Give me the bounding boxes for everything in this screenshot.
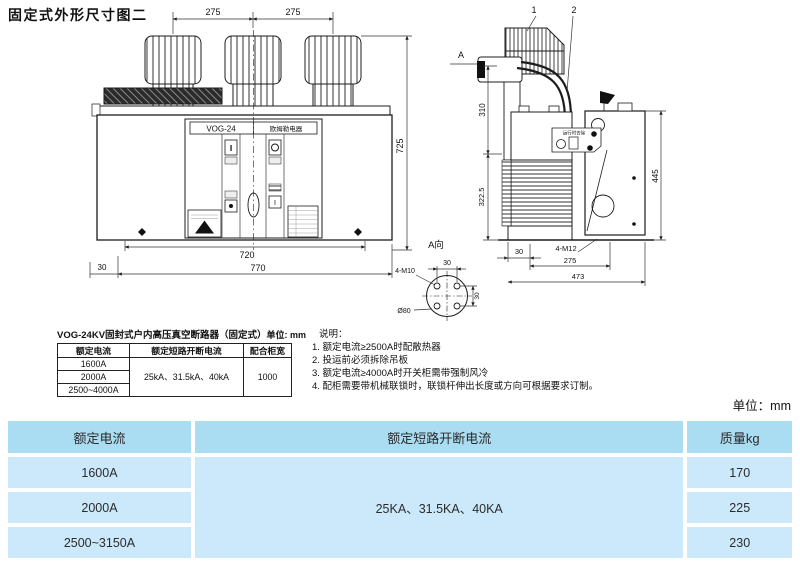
base-plate xyxy=(507,225,573,241)
view-direction-label: A xyxy=(458,50,464,60)
svg-text:I: I xyxy=(274,200,276,207)
counter-window xyxy=(268,195,282,209)
dim-label: 275 xyxy=(285,7,300,17)
detail-view-a: A向 30 30 4-M10 Ø80 xyxy=(395,239,481,321)
note-item: 3. 额定电流≥4000A时开关柜需带强制风冷 xyxy=(312,368,489,379)
cell-current: 2000A xyxy=(8,492,191,523)
side-dimensions: 1 2 310 322.5 445 30 4-M12 275 473 xyxy=(477,5,666,286)
dim-label: Ø80 xyxy=(397,308,410,315)
cell-current: 2500~3150A xyxy=(8,527,191,558)
cell-current: 1600A xyxy=(8,457,191,488)
note-item: 2. 投运前必须拆除吊板 xyxy=(312,355,409,366)
dim-label: 30 xyxy=(515,247,523,256)
svg-text:I: I xyxy=(230,143,232,153)
dim-label: 445 xyxy=(651,169,660,183)
spec-breaking-cell: 25kA、31.5kA、40kA xyxy=(129,357,244,397)
cell-breaking: 25KA、31.5KA、40KA xyxy=(194,457,684,558)
ribbed-insulator xyxy=(510,159,573,227)
tag-text: 运行时去除 xyxy=(563,130,586,137)
cell-weight: 230 xyxy=(687,527,792,558)
spec-header-breaking: 额定短路开断电流 xyxy=(129,343,244,358)
front-view: VOG-24 欧姆勒电器 I I xyxy=(91,30,393,250)
spec-current-cell: 2500~4000A xyxy=(57,383,130,397)
table-row: 2000A 225 xyxy=(8,492,792,523)
outline-dimension-drawing: VOG-24 欧姆勒电器 I I xyxy=(89,5,666,321)
close-indicator xyxy=(224,139,238,156)
operation-tag: 运行时去除 xyxy=(551,127,602,153)
spec-header-width: 配合柜宽 xyxy=(243,343,292,358)
rating-weight-table: 额定电流 额定短路开断电流 质量kg 1600A 25KA、31.5KA、40K… xyxy=(4,417,796,562)
brand-label: 欧姆勒电器 xyxy=(270,124,303,133)
spec-table-unit: 单位: mm xyxy=(266,330,307,340)
spec-table-block: VOG-24KV固封式户内高压真空断路器（固定式） 单位: mm 额定电流 额定… xyxy=(57,327,306,397)
table-header-row: 额定电流 额定短路开断电流 质量kg xyxy=(8,421,792,453)
dim-label: 322.5 xyxy=(477,188,486,207)
model-label: VOG-24 xyxy=(206,125,236,134)
support-rail xyxy=(97,105,391,116)
bolt-diamond xyxy=(138,228,146,236)
open-indicator xyxy=(268,139,282,156)
cable-tube xyxy=(520,60,573,119)
spec-table-title: VOG-24KV固封式户内高压真空断路器（固定式） xyxy=(57,330,267,341)
cable-tube xyxy=(516,66,567,121)
dim-label: 275 xyxy=(564,256,577,265)
note-item: 1. 额定电流≥2500A时配散热器 xyxy=(312,342,441,353)
header-breaking: 额定短路开断电流 xyxy=(194,421,684,453)
dim-label: 720 xyxy=(239,250,254,260)
bolt-callout: 4-M10 xyxy=(395,268,415,275)
cell-weight: 170 xyxy=(687,457,792,488)
header-weight: 质量kg xyxy=(687,421,792,453)
dim-label: 725 xyxy=(395,138,405,153)
detail-title: A向 xyxy=(428,239,444,251)
heatsink-block xyxy=(103,87,223,105)
page-title: 固定式外形尺寸图二 xyxy=(8,7,148,23)
spec-current-cell: 1600A xyxy=(57,357,130,371)
notes-block: 说明： 1. 额定电流≥2500A时配散热器 2. 投运前必须拆除吊板 3. 额… xyxy=(312,328,598,393)
dim-label: 770 xyxy=(250,263,265,273)
side-view: 运行时去除 xyxy=(477,27,654,241)
dim-label: 275 xyxy=(205,7,220,17)
callout-label: 2 xyxy=(571,5,576,15)
rating-plate xyxy=(287,205,319,238)
header-current: 额定电流 xyxy=(8,421,191,453)
dim-label: 30 xyxy=(474,292,481,300)
table-row: 2500~3150A 230 xyxy=(8,527,792,558)
bolt-diamond xyxy=(354,228,362,236)
push-button xyxy=(224,199,238,213)
spec-current-cell: 2000A xyxy=(57,370,130,384)
warning-label xyxy=(187,209,222,238)
callout-label: 1 xyxy=(531,5,536,15)
dim-label: 310 xyxy=(478,103,487,117)
unit-label: 单位：mm xyxy=(732,399,791,413)
dim-label: 473 xyxy=(572,272,585,281)
spec-width-cell: 1000 xyxy=(243,357,292,397)
dim-label: 30 xyxy=(98,263,107,272)
spec-header-current: 额定电流 xyxy=(57,343,130,358)
bolt-callout: 4-M12 xyxy=(555,244,576,253)
cell-weight: 225 xyxy=(687,492,792,523)
dim-label: 30 xyxy=(443,260,451,267)
notes-title: 说明： xyxy=(319,329,348,340)
note-item: 4. 配柜需要带机械联锁时，联锁杆伸出长度或方向可根据要求订制。 xyxy=(312,381,599,392)
table-row: 1600A 25KA、31.5KA、40KA 170 xyxy=(8,457,792,558)
spec-table: 额定电流 额定短路开断电流 配合柜宽 1600A 25kA、31.5kA、40k… xyxy=(57,343,292,397)
lifting-hook xyxy=(600,91,615,104)
